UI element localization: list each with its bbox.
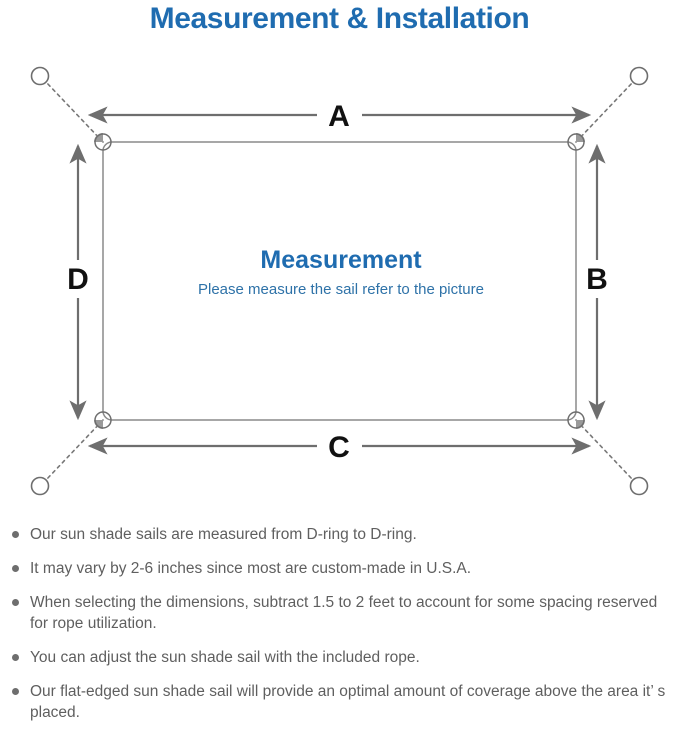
page-title: Measurement & Installation <box>149 2 530 35</box>
dimension-label-a: A <box>328 100 350 133</box>
rope-line-top-left <box>45 81 104 143</box>
dimension-label-c: C <box>328 431 350 464</box>
note-text: Our sun shade sails are measured from D-… <box>30 526 417 543</box>
d-ring-top-right <box>567 133 585 151</box>
d-ring-top-left <box>94 133 112 151</box>
list-item: Our flat-edged sun shade sail will provi… <box>0 681 679 723</box>
bullet-icon <box>12 599 19 606</box>
bullet-icon <box>12 565 19 572</box>
note-text: It may vary by 2-6 inches since most are… <box>30 560 472 577</box>
notes-list: Our sun shade sails are measured from D-… <box>0 524 679 736</box>
rope-line-top-right <box>575 81 634 143</box>
measurement-diagram-svg: A C D B Measurement Please measure the s… <box>30 66 649 496</box>
anchor-point-bottom-left <box>30 476 50 496</box>
list-item: Our sun shade sails are measured from D-… <box>0 524 679 545</box>
d-ring-bottom-right <box>567 411 585 429</box>
measurement-diagram: A C D B Measurement Please measure the s… <box>0 46 679 516</box>
anchor-point-top-right <box>629 66 649 86</box>
list-item: You can adjust the sun shade sail with t… <box>0 647 679 668</box>
list-item: It may vary by 2-6 inches since most are… <box>0 558 679 579</box>
d-ring-bottom-left <box>94 411 112 429</box>
rope-line-bottom-right <box>575 419 634 481</box>
sail-body <box>102 141 577 421</box>
bullet-icon <box>12 688 19 695</box>
diagram-center-title: Measurement <box>260 246 422 274</box>
diagram-center-subtitle: Please measure the sail refer to the pic… <box>198 281 484 298</box>
dimension-label-b: B <box>586 263 608 296</box>
note-text: You can adjust the sun shade sail with t… <box>30 649 420 666</box>
note-text: Our flat-edged sun shade sail will provi… <box>30 683 666 721</box>
list-item: When selecting the dimensions, subtract … <box>0 592 679 634</box>
anchor-point-top-left <box>30 66 50 86</box>
note-text: When selecting the dimensions, subtract … <box>30 594 658 632</box>
bullet-icon <box>12 531 19 538</box>
anchor-point-bottom-right <box>629 476 649 496</box>
dimension-label-d: D <box>67 263 89 296</box>
rope-line-bottom-left <box>45 419 104 481</box>
bullet-icon <box>12 654 19 661</box>
